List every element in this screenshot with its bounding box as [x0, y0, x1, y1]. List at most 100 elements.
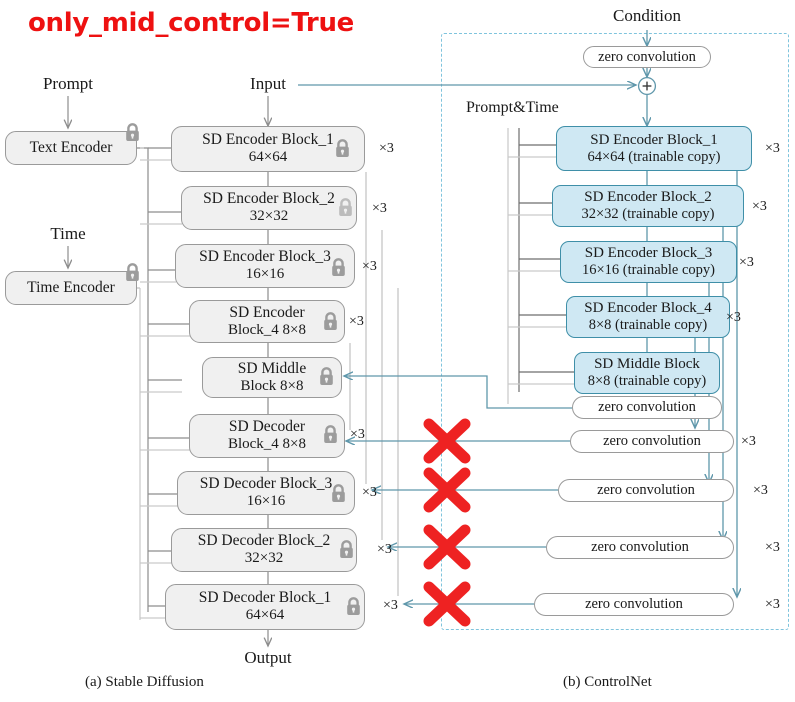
- lock-icon: [340, 540, 353, 558]
- block-resolution: 8×8 (trainable copy): [588, 317, 708, 334]
- sd-encoder-block-4[interactable]: SD Encoder Block_4 8×8: [189, 300, 345, 343]
- block-resolution: 16×16 (trainable copy): [582, 262, 715, 279]
- block-title: SD Encoder Block_3: [199, 248, 331, 266]
- repeat-badge: ×3: [753, 483, 768, 498]
- text-encoder-block[interactable]: Text Encoder: [5, 131, 137, 165]
- sd-encoder-block-1[interactable]: SD Encoder Block_1 64×64: [171, 126, 365, 172]
- block-resolution: Block 8×8: [240, 377, 304, 394]
- pill-label: zero convolution: [603, 433, 701, 449]
- block-resolution: 16×16: [245, 266, 285, 283]
- block-title: SD Encoder Block_4: [584, 300, 712, 317]
- pill-label: zero convolution: [591, 539, 689, 555]
- block-title: SD Decoder Block_1: [198, 589, 332, 607]
- block-resolution: 32×32: [249, 208, 289, 225]
- plus-node: [637, 76, 657, 96]
- block-title: SD Middle: [237, 359, 307, 377]
- block-title: SD Middle Block: [594, 356, 700, 373]
- pill-label: zero convolution: [598, 48, 696, 65]
- repeat-badge: ×3: [350, 427, 365, 442]
- page-title: only_mid_control=True: [28, 8, 354, 38]
- block-resolution: 32×32 (trainable copy): [581, 206, 715, 223]
- lock-icon: [324, 425, 337, 443]
- block-resolution: 64×64: [245, 607, 285, 624]
- lock-icon: [320, 367, 333, 385]
- prompt-and-time-label: Prompt&Time: [466, 99, 559, 116]
- repeat-badge: ×3: [752, 199, 767, 214]
- repeat-badge: ×3: [349, 314, 364, 329]
- repeat-badge: ×3: [739, 255, 754, 270]
- repeat-badge: ×3: [765, 141, 780, 156]
- lock-icon: [339, 198, 352, 216]
- lock-icon: [336, 139, 349, 157]
- repeat-badge: ×3: [372, 201, 387, 216]
- block-resolution: Block_4 8×8: [227, 321, 307, 338]
- pill-label: zero convolution: [598, 399, 696, 415]
- sd-middle-block[interactable]: SD Middle Block 8×8: [202, 357, 342, 398]
- sd-decoder-block-3[interactable]: SD Decoder Block_3 16×16: [177, 471, 355, 515]
- block-title: SD Encoder Block_3: [584, 245, 713, 262]
- disabled-connection-x-icon: [423, 524, 471, 570]
- text-encoder-label: Text Encoder: [29, 138, 113, 156]
- lock-icon: [332, 258, 345, 276]
- repeat-badge: ×3: [765, 540, 780, 555]
- repeat-badge: ×3: [377, 542, 392, 557]
- block-title: SD Decoder Block_2: [197, 532, 331, 550]
- zero-convolution-decoder-3[interactable]: zero convolution: [558, 479, 734, 502]
- controlnet-encoder-block-3[interactable]: SD Encoder Block_3 16×16 (trainable copy…: [560, 241, 737, 283]
- repeat-badge: ×3: [362, 485, 377, 500]
- block-resolution: 16×16: [246, 493, 286, 510]
- block-resolution: 32×32: [244, 550, 284, 567]
- controlnet-encoder-block-1[interactable]: SD Encoder Block_1 64×64 (trainable copy…: [556, 126, 752, 171]
- caption-controlnet: (b) ControlNet: [563, 674, 652, 690]
- disabled-connection-x-icon: [423, 418, 471, 464]
- lock-icon: [126, 263, 139, 281]
- output-label: Output: [244, 648, 292, 667]
- condition-zero-convolution[interactable]: zero convolution: [583, 46, 711, 68]
- block-resolution: Block_4 8×8: [227, 436, 307, 453]
- zero-convolution-decoder-2[interactable]: zero convolution: [546, 536, 734, 559]
- lock-icon: [332, 484, 345, 502]
- lock-icon: [126, 123, 139, 141]
- pill-label: zero convolution: [585, 596, 683, 612]
- block-title: SD Encoder Block_2: [584, 189, 712, 206]
- pill-label: zero convolution: [597, 482, 695, 498]
- repeat-badge: ×3: [362, 259, 377, 274]
- sd-decoder-block-2[interactable]: SD Decoder Block_2 32×32: [171, 528, 357, 572]
- controlnet-encoder-block-2[interactable]: SD Encoder Block_2 32×32 (trainable copy…: [552, 185, 744, 227]
- disabled-connection-x-icon: [423, 581, 471, 627]
- zero-convolution-middle[interactable]: zero convolution: [572, 396, 722, 419]
- controlnet-middle-block[interactable]: SD Middle Block 8×8 (trainable copy): [574, 352, 720, 394]
- block-title: SD Decoder: [228, 418, 306, 436]
- sd-decoder-block-1[interactable]: SD Decoder Block_1 64×64: [165, 584, 365, 630]
- disabled-connection-x-icon: [423, 467, 471, 513]
- block-resolution: 64×64: [248, 149, 288, 166]
- block-title: SD Encoder Block_2: [203, 190, 335, 208]
- time-label: Time: [50, 224, 86, 243]
- controlnet-encoder-block-4[interactable]: SD Encoder Block_4 8×8 (trainable copy): [566, 296, 730, 338]
- caption-stable-diffusion: (a) Stable Diffusion: [85, 674, 204, 690]
- repeat-badge: ×3: [379, 141, 394, 156]
- repeat-badge: ×3: [765, 597, 780, 612]
- block-resolution: 8×8 (trainable copy): [587, 373, 707, 390]
- lock-icon: [324, 312, 337, 330]
- input-label: Input: [250, 74, 286, 93]
- controlnet-dashed-frame: [441, 33, 789, 630]
- condition-label: Condition: [612, 6, 681, 25]
- zero-convolution-decoder-4[interactable]: zero convolution: [570, 430, 734, 453]
- repeat-badge: ×3: [726, 310, 741, 325]
- repeat-badge: ×3: [383, 598, 398, 613]
- sd-encoder-block-3[interactable]: SD Encoder Block_3 16×16: [175, 244, 355, 288]
- sd-decoder-block-4[interactable]: SD Decoder Block_4 8×8: [189, 414, 345, 458]
- time-encoder-label: Time Encoder: [27, 278, 115, 296]
- sd-encoder-block-2[interactable]: SD Encoder Block_2 32×32: [181, 186, 357, 230]
- repeat-badge: ×3: [741, 434, 756, 449]
- block-title: SD Encoder Block_1: [590, 131, 718, 148]
- prompt-label: Prompt: [42, 74, 94, 93]
- time-encoder-block[interactable]: Time Encoder: [5, 271, 137, 305]
- block-title: SD Decoder Block_3: [199, 475, 333, 493]
- zero-convolution-decoder-1[interactable]: zero convolution: [534, 593, 734, 616]
- block-title: SD Encoder Block_1: [202, 131, 334, 149]
- lock-icon: [347, 597, 360, 615]
- block-resolution: 64×64 (trainable copy): [587, 148, 721, 165]
